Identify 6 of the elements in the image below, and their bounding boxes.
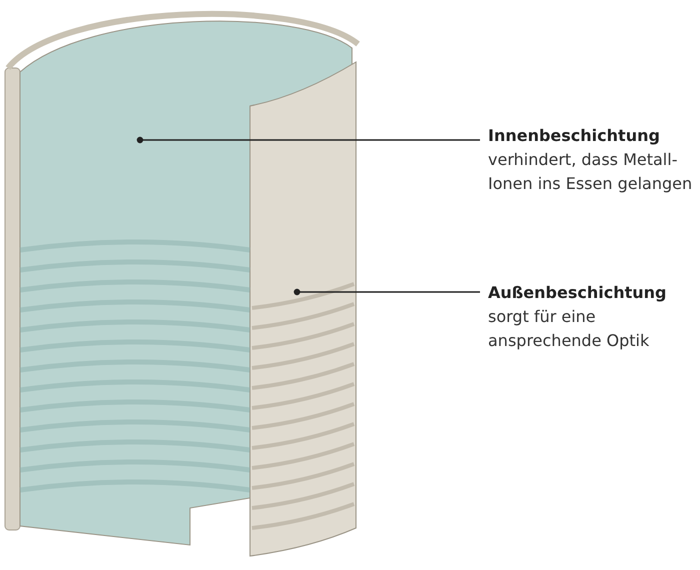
- leader-line: [294, 288, 480, 296]
- leader-line: [136, 136, 480, 144]
- callout-text: verhindert, dass Metall-Ionen ins Essen gelangen: [488, 149, 694, 195]
- callout-heading: Innenbeschichtung: [488, 125, 661, 147]
- callout-heading: Außenbeschichtung: [488, 282, 668, 304]
- callout-text: sorgt für eine ansprechende Optik: [488, 306, 650, 352]
